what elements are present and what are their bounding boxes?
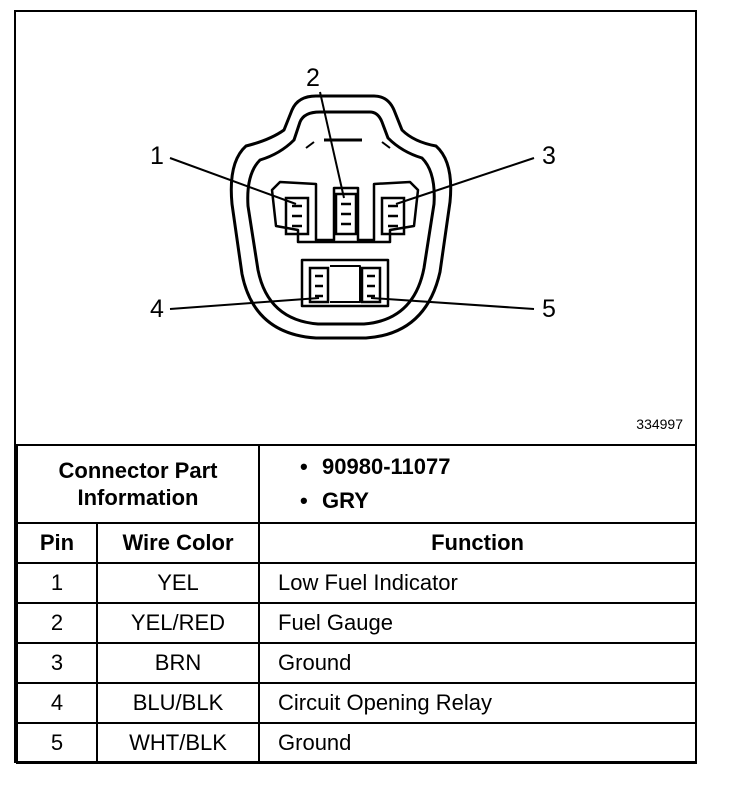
pin-callout-2: 2 [306, 64, 320, 92]
pin-cell: 3 [16, 642, 98, 684]
function-cell: Ground [258, 642, 698, 684]
pin-3-terminal [380, 196, 406, 236]
leader-line-pin-3 [395, 157, 535, 205]
connector-info-row: Connector Part Information • 90980-11077 … [15, 444, 698, 524]
wire-color-cell: BLU/BLK [95, 682, 261, 724]
leader-line-pin-2 [319, 91, 345, 199]
header-function: Function [258, 522, 698, 564]
header-wire-color: Wire Color [95, 522, 261, 564]
function-cell: Fuel Gauge [258, 602, 698, 644]
wire-color-cell: WHT/BLK [95, 722, 261, 764]
connector-info-label: Connector Part Information [15, 444, 261, 524]
pin-callout-5: 5 [542, 295, 556, 323]
connector-part-number: • 90980-11077 [300, 450, 695, 484]
pinout-table: Connector Part Information • 90980-11077 … [15, 444, 698, 764]
connector-color: • GRY [300, 484, 695, 518]
part-number-text: 90980-11077 [322, 454, 451, 479]
function-cell: Low Fuel Indicator [258, 562, 698, 604]
pin-cell: 5 [16, 722, 98, 764]
connector-outer-shell [229, 94, 453, 340]
connector-info-values: • 90980-11077 • GRY [258, 444, 698, 524]
table-row: 1 YEL Low Fuel Indicator [16, 562, 698, 604]
figure-id: 334997 [636, 416, 683, 432]
wire-color-cell: YEL/RED [95, 602, 261, 644]
function-cell: Ground [258, 722, 698, 764]
pin-callout-3: 3 [542, 142, 556, 170]
connector-diagram: 1 2 3 4 5 334997 [16, 12, 695, 444]
connector-color-text: GRY [322, 488, 369, 513]
connector-info-label-line2: Information [77, 485, 199, 510]
leader-line-pin-4 [169, 297, 320, 310]
pin-cell: 2 [16, 602, 98, 644]
pin-callout-4: 4 [150, 295, 164, 323]
function-cell: Circuit Opening Relay [258, 682, 698, 724]
lower-cavity-wall [300, 258, 390, 308]
pin-1-terminal [284, 196, 310, 236]
upper-cavity-wall [270, 180, 420, 244]
table-row: 4 BLU/BLK Circuit Opening Relay [16, 682, 698, 724]
table-row: 5 WHT/BLK Ground [16, 722, 698, 764]
connector-face-drawing [169, 91, 535, 340]
connector-frame: 1 2 3 4 5 334997 Connector Part Informat… [14, 10, 698, 764]
leader-line-pin-5 [370, 297, 535, 310]
table-row: 3 BRN Ground [16, 642, 698, 684]
connector-info-label-line1: Connector Part [58, 458, 218, 483]
pin-2-terminal [334, 192, 358, 236]
pin-4-terminal [308, 266, 330, 304]
pin-callout-1: 1 [150, 142, 164, 170]
wire-color-cell: BRN [95, 642, 261, 684]
header-pin: Pin [16, 522, 98, 564]
wire-color-cell: YEL [95, 562, 261, 604]
table-header-row: Pin Wire Color Function [16, 522, 698, 564]
connector-inner-shell [246, 110, 436, 326]
bullet-icon: • [300, 454, 308, 479]
pin-cell: 4 [16, 682, 98, 724]
pin-5-terminal [360, 266, 382, 304]
pin-cell: 1 [16, 562, 98, 604]
leader-line-pin-1 [169, 157, 297, 205]
bullet-icon: • [300, 488, 308, 513]
table-row: 2 YEL/RED Fuel Gauge [16, 602, 698, 644]
